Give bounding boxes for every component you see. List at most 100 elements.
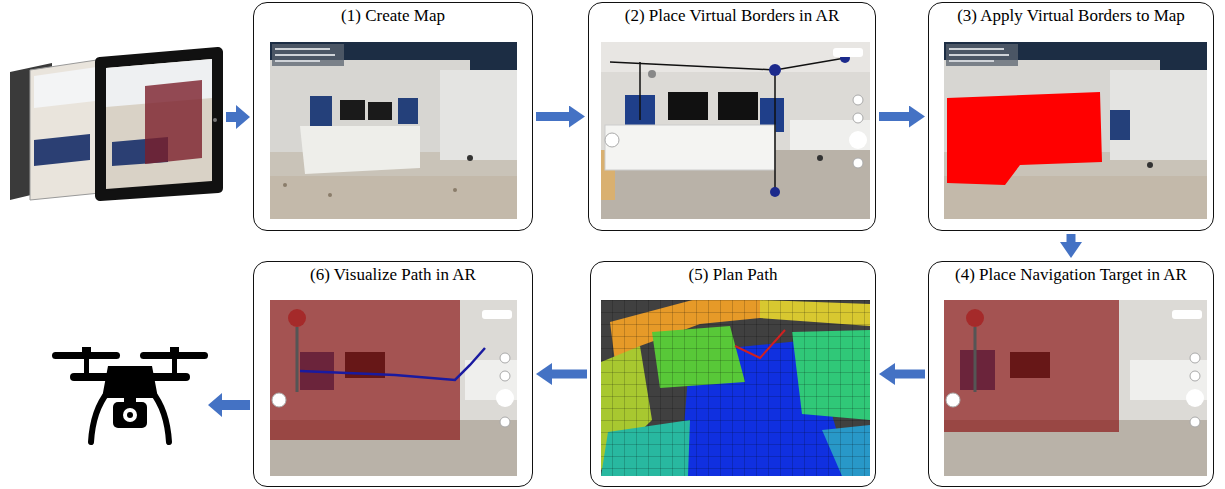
output-arrow xyxy=(208,393,250,417)
ar-target-screenshot-part xyxy=(944,300,1119,432)
map-borders-screenshot-part xyxy=(949,48,1004,50)
ar-target-screenshot-part xyxy=(966,309,984,327)
ar-borders-screenshot xyxy=(601,42,870,219)
ar-path-screenshot-part xyxy=(296,327,299,392)
ar-borders-screenshot-part xyxy=(817,155,823,161)
panel-title: (1) Create Map xyxy=(254,6,532,26)
map-screenshot-part xyxy=(283,183,287,187)
ar-target-screenshot-part xyxy=(1172,310,1202,319)
map-borders-screenshot-part xyxy=(1110,110,1130,140)
ar-target-screenshot-part xyxy=(1190,371,1200,381)
panel-box: (6) Visualize Path in AR xyxy=(253,261,533,487)
ar-borders-screenshot-part xyxy=(648,70,656,78)
map-screenshot-part xyxy=(275,54,335,56)
input-arrow xyxy=(226,105,250,129)
map-borders-screenshot-part xyxy=(1110,70,1207,160)
panel-box: (4) Place Navigation Target in AR xyxy=(928,261,1214,487)
tablet-illustration-part xyxy=(145,80,202,164)
ar-borders-screenshot-part xyxy=(605,125,775,170)
drone-icon-part xyxy=(127,412,133,418)
ar-borders-screenshot-part xyxy=(668,92,708,120)
panel-box: (5) Plan Path xyxy=(590,261,876,487)
drone-icon-part xyxy=(91,392,108,442)
panel-title: (5) Plan Path xyxy=(591,265,875,285)
drone-icon-part xyxy=(82,347,91,354)
flow-arrow xyxy=(879,112,909,121)
map-screenshot-part xyxy=(310,96,332,126)
map-screenshot-part xyxy=(328,193,332,197)
map-screenshot-part xyxy=(272,44,344,66)
map-screenshot-part xyxy=(275,48,330,50)
ar-borders-screenshot-part xyxy=(853,158,863,168)
ar-path-screenshot-part xyxy=(496,389,514,407)
flow-arrow xyxy=(552,370,587,379)
panel-title-text: (1) Create Map xyxy=(341,6,445,26)
panel-title-text: (2) Place Virtual Borders in AR xyxy=(625,6,839,26)
ar-path-screenshot xyxy=(270,300,517,476)
voxel-map xyxy=(601,300,870,476)
map-borders-screenshot xyxy=(944,42,1207,219)
ar-borders-screenshot-part xyxy=(770,187,780,197)
panel-title-text: (3) Apply Virtual Borders to Map xyxy=(957,6,1185,26)
ar-path-screenshot-part xyxy=(272,393,286,407)
tablet-illustration-part xyxy=(213,118,217,122)
map-screenshot-part xyxy=(275,60,320,62)
map-borders-screenshot-part xyxy=(949,60,994,62)
ar-target-screenshot xyxy=(944,300,1207,476)
ar-path-screenshot-part xyxy=(500,353,510,363)
ar-path-screenshot-part xyxy=(500,371,510,381)
drone-icon-part xyxy=(152,392,169,442)
map-screenshot-part xyxy=(270,42,517,219)
tablet-illustration-part xyxy=(34,134,90,166)
map-screenshot-part xyxy=(398,98,418,124)
tablet-illustration-part xyxy=(106,59,212,189)
voxel-map-part xyxy=(601,300,870,476)
tablet-illustration-part xyxy=(34,66,104,108)
ar-path-screenshot-part xyxy=(288,309,306,327)
tablet-illustration xyxy=(10,52,218,200)
ar-borders-screenshot-part xyxy=(605,133,619,147)
ar-target-screenshot-part xyxy=(974,327,977,392)
panel-box: (3) Apply Virtual Borders to Map xyxy=(928,2,1214,231)
map-screenshot-part xyxy=(368,102,392,120)
ar-path-screenshot-part xyxy=(482,310,512,319)
map-screenshot-part xyxy=(453,188,457,192)
ar-path-screenshot-part xyxy=(270,300,460,440)
ar-target-screenshot-part xyxy=(946,393,960,407)
panel-title: (2) Place Virtual Borders in AR xyxy=(589,6,875,26)
ar-target-screenshot-part xyxy=(1186,389,1204,407)
ar-path-screenshot-part xyxy=(300,348,485,380)
map-screenshot xyxy=(270,42,517,219)
tablet-illustration-part xyxy=(100,52,218,196)
ar-borders-screenshot-part xyxy=(853,113,863,123)
ar-borders-screenshot-part xyxy=(853,95,863,105)
panel-title: (3) Apply Virtual Borders to Map xyxy=(929,6,1213,26)
ar-target-screenshot-part xyxy=(1190,417,1200,427)
panel-box: (1) Create Map xyxy=(253,2,533,231)
voxel-map-part xyxy=(735,330,785,358)
panel-title-text: (6) Visualize Path in AR xyxy=(310,265,476,285)
ar-target-screenshot-part xyxy=(944,300,1207,476)
map-screenshot-part xyxy=(300,126,420,174)
ar-borders-screenshot-part xyxy=(849,131,867,149)
drone-icon-part xyxy=(113,402,147,428)
map-borders-screenshot-part xyxy=(1147,162,1153,168)
panel-title: (6) Visualize Path in AR xyxy=(254,265,532,285)
flow-arrow xyxy=(536,112,569,121)
ar-borders-screenshot-part xyxy=(769,64,781,76)
ar-borders-screenshot-part xyxy=(790,120,870,150)
map-screenshot-part xyxy=(440,70,517,160)
panel-title-text: (5) Plan Path xyxy=(689,265,778,285)
drone-icon-part xyxy=(170,347,179,354)
ar-borders-screenshot-part xyxy=(610,58,845,192)
ar-borders-screenshot-part xyxy=(601,42,870,219)
map-screenshot-part xyxy=(340,100,365,120)
voxel-map-part xyxy=(601,300,870,476)
panel-box: (2) Place Virtual Borders in AR xyxy=(588,2,876,231)
drone-icon xyxy=(52,347,208,442)
map-borders-screenshot-part xyxy=(944,42,1207,219)
ar-borders-screenshot-part xyxy=(833,48,863,57)
